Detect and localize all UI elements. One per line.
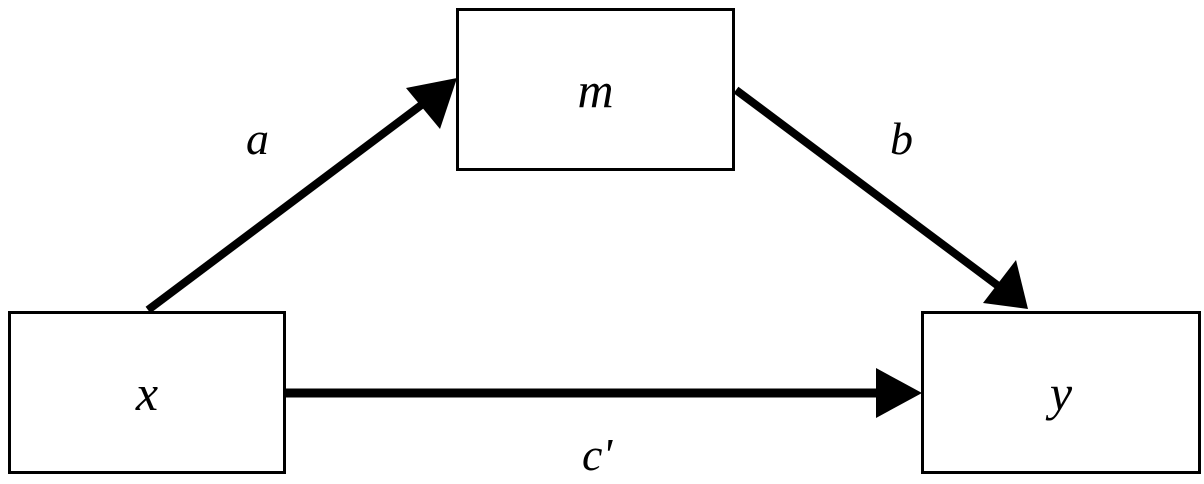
node-x-label: x	[135, 364, 159, 421]
node-m-label: m	[577, 61, 614, 118]
edge-label-c-prime: c'	[582, 429, 613, 480]
edge-label-a: a	[246, 113, 269, 164]
node-m: m	[456, 8, 735, 171]
arrow-c-prime	[286, 368, 922, 418]
edge-label-b: b	[890, 113, 913, 164]
arrow-a	[145, 78, 457, 314]
node-x: x	[8, 311, 286, 474]
node-y-label: y	[1049, 364, 1073, 421]
node-y: y	[921, 311, 1201, 474]
arrow-b	[733, 86, 1028, 309]
